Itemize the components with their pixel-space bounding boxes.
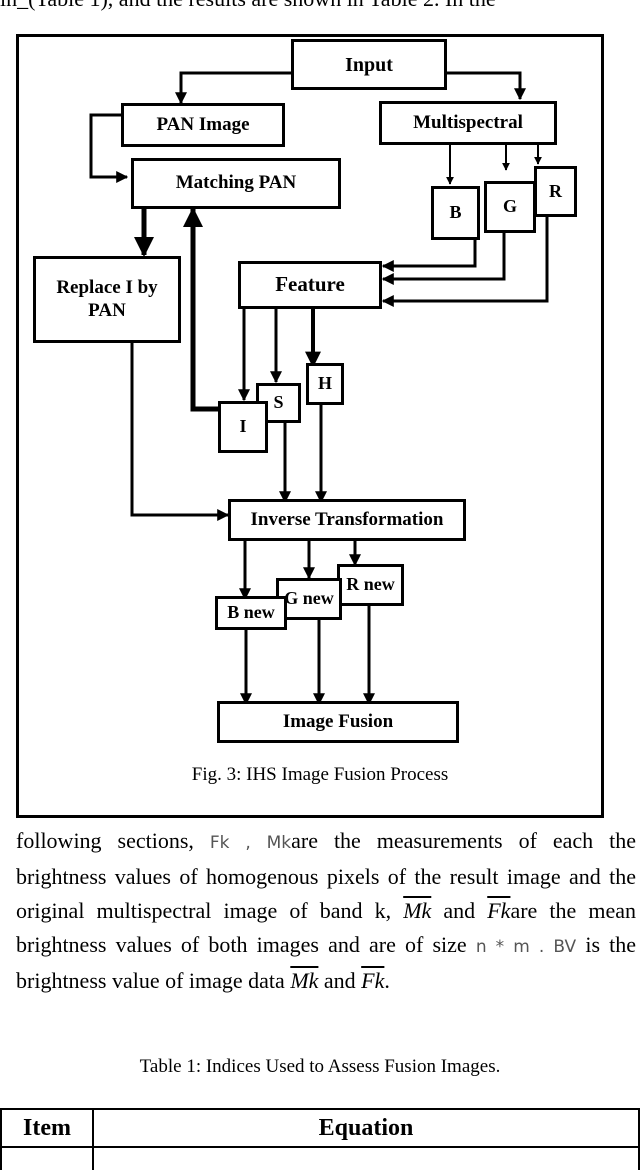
symbol-fk-mk: Fk , Mk (209, 833, 292, 853)
symbol-mean-mk: Mk (290, 968, 319, 993)
matching-pan-node: Matching PAN (131, 158, 341, 209)
table-header-row: Item Equation (0, 1108, 640, 1148)
h-component-node: H (306, 363, 344, 405)
symbol-mean-mk: Mk (403, 898, 432, 923)
table-row (0, 1147, 640, 1170)
band-r-node: R (534, 166, 577, 217)
symbol-mean-fk: Fk (487, 898, 511, 923)
body-text: . (384, 968, 390, 993)
figure-caption: Fig. 3: IHS Image Fusion Process (191, 764, 449, 785)
body-text: is the brightness value of image data (16, 932, 637, 993)
symbol-mean-fk: Fk (361, 968, 385, 993)
column-header-item: Item (0, 1108, 94, 1148)
table-caption: Table 1: Indices Used to Assess Fusion I… (139, 1056, 501, 1077)
band-b-node: B (431, 186, 480, 240)
body-text: following sections, (16, 828, 194, 853)
previous-text-fragment: in_(Table 1), and the results are shown … (0, 0, 640, 12)
table-cell (0, 1147, 94, 1170)
multispectral-node: Multispectral (379, 101, 557, 145)
column-header-equation: Equation (92, 1108, 640, 1148)
input-node: Input (291, 39, 447, 90)
body-text: and (323, 968, 356, 993)
body-text: are the mean brightness values of both i… (16, 898, 636, 957)
symbol-size: n * m . (475, 937, 545, 957)
body-text: and (443, 898, 476, 923)
body-text: are the measurements of each the brightn… (16, 828, 636, 923)
symbol-bv: BV (553, 937, 577, 957)
pan-image-node: PAN Image (121, 103, 285, 147)
flow-arrows (89, 71, 549, 706)
body-paragraph: following sections, Fk , Mkare the measu… (16, 824, 636, 998)
image-fusion-node: Image Fusion (217, 701, 459, 743)
indices-table: Item Equation (0, 1108, 640, 1170)
figure-frame: Input PAN Image Multispectral Matching P… (16, 34, 604, 818)
r-new-node: R new (337, 564, 404, 606)
band-g-node: G (484, 181, 536, 233)
inverse-transformation-node: Inverse Transformation (228, 499, 466, 541)
i-component-node: I (218, 401, 268, 453)
feature-node: Feature (238, 261, 382, 309)
table-cell (92, 1147, 640, 1170)
replace-i-by-pan-node: Replace I by PAN (33, 256, 181, 343)
b-new-node: B new (215, 596, 287, 630)
